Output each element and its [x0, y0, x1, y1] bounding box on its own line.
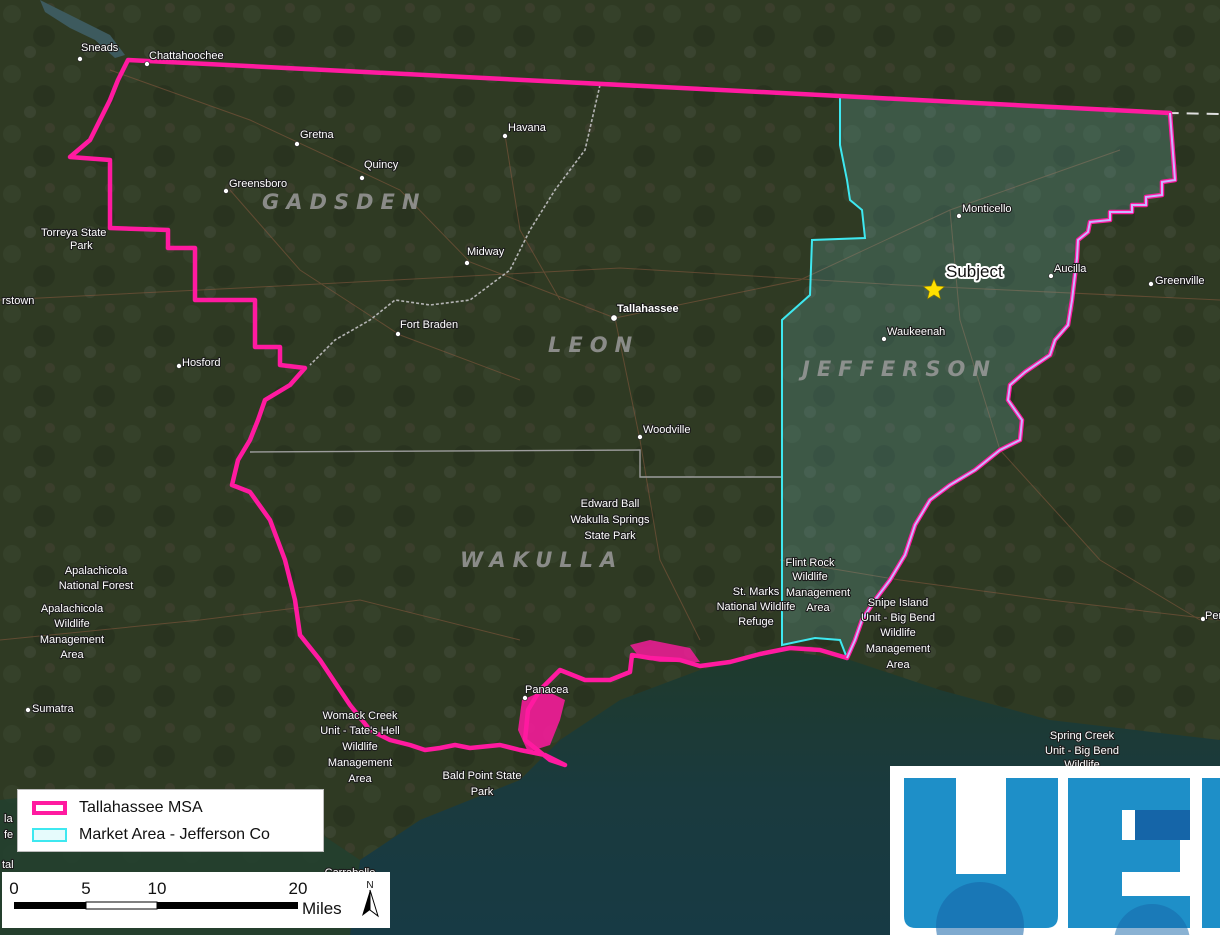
map-legend: Tallahassee MSA Market Area - Jefferson …	[17, 789, 324, 852]
state-line	[127, 59, 1220, 115]
label-hosford: Hosford	[182, 357, 221, 369]
scale-bar: 0 5 10 20 Miles N	[2, 872, 390, 928]
label-apalachicola-wma-1: Apalachicola	[41, 603, 104, 615]
label-quincy: Quincy	[364, 159, 399, 171]
label-womack-2: Unit - Tate's Hell	[320, 725, 400, 737]
place-dots	[25, 56, 1206, 713]
label-edge-fe: fe	[4, 829, 13, 841]
label-edward-ball-3: State Park	[584, 530, 636, 542]
subject-marker[interactable]: Subject	[922, 260, 1005, 300]
label-torreya-2: Park	[70, 240, 93, 252]
label-sneads: Sneads	[81, 42, 119, 54]
st-marks-coast	[630, 640, 700, 662]
label-snipe-4: Management	[866, 643, 930, 655]
label-st-marks-1: St. Marks	[733, 586, 780, 598]
label-snipe-5: Area	[886, 659, 910, 671]
label-snipe-3: Wildlife	[880, 627, 915, 639]
legend-label-msa: Tallahassee MSA	[79, 799, 203, 816]
scale-unit: Miles	[302, 899, 342, 918]
label-snipe-2: Unit - Big Bend	[861, 612, 935, 624]
legend-item-msa: Tallahassee MSA	[32, 797, 203, 819]
county-label-wakulla: WAKULLA	[460, 548, 623, 572]
label-apalachicola-nf-1: Apalachicola	[65, 565, 128, 577]
label-woodville: Woodville	[643, 424, 691, 436]
star-icon	[922, 278, 946, 300]
legend-swatch-msa	[32, 801, 67, 815]
label-flint-rock-2: Wildlife	[792, 571, 827, 583]
label-st-marks-2: National Wildlife	[717, 601, 796, 613]
label-gretna: Gretna	[300, 129, 335, 141]
company-logo	[890, 766, 1220, 935]
label-flint-rock-1: Flint Rock	[786, 557, 835, 569]
label-waukeenah: Waukeenah	[887, 326, 945, 338]
label-womack-4: Management	[328, 757, 392, 769]
scale-seg-1	[14, 902, 86, 909]
county-label-gadsden: GADSDEN	[262, 190, 426, 214]
legend-item-market-area: Market Area - Jefferson Co	[32, 824, 270, 846]
label-flint-rock-3: Management	[786, 587, 850, 599]
panacea-coast	[518, 690, 565, 752]
label-edward-ball-1: Edward Ball	[581, 498, 640, 510]
label-edward-ball-2: Wakulla Springs	[570, 514, 650, 526]
label-greensboro: Greensboro	[229, 178, 287, 190]
label-torreya-1: Torreya State	[41, 227, 106, 239]
north-arrow-icon	[362, 889, 379, 918]
label-panacea: Panacea	[525, 684, 569, 696]
label-flint-rock-4: Area	[806, 602, 830, 614]
label-spring-creek-1: Spring Creek	[1050, 730, 1115, 742]
label-tallahassee: Tallahassee	[617, 303, 679, 315]
label-apalachicola-wma-4: Area	[60, 649, 84, 661]
north-label: N	[366, 880, 373, 891]
label-monticello: Monticello	[962, 203, 1012, 215]
label-apalachicola-wma-3: Management	[40, 634, 104, 646]
label-apalachicola-wma-2: Wildlife	[54, 618, 89, 630]
logo-u-shape	[904, 778, 1058, 928]
place-labels: Sneads Chattahoochee Gretna Havana Quinc…	[1, 41, 1220, 880]
label-midway: Midway	[467, 246, 505, 258]
label-womack-1: Womack Creek	[323, 710, 398, 722]
label-havana: Havana	[508, 122, 547, 134]
label-bristol: rstown	[2, 295, 34, 307]
label-st-marks-3: Refuge	[738, 616, 773, 628]
label-perry: Per	[1205, 610, 1220, 622]
label-edge-tal: tal	[2, 859, 14, 871]
msa-east-inner	[846, 112, 1177, 659]
county-label-leon: LEON	[548, 333, 639, 357]
legend-label-market-area: Market Area - Jefferson Co	[79, 826, 270, 843]
label-fort-braden: Fort Braden	[400, 319, 458, 331]
label-apalachicola-nf-2: National Forest	[59, 580, 134, 592]
logo-e-shape	[1068, 778, 1190, 928]
ochlockonee-river	[309, 84, 601, 366]
label-spring-creek-2: Unit - Big Bend	[1045, 745, 1119, 757]
scale-seg-3	[157, 902, 298, 909]
label-bald-point-1: Bald Point State	[443, 770, 522, 782]
label-edge-la: la	[4, 813, 13, 825]
label-aucilla: Aucilla	[1054, 263, 1087, 275]
legend-swatch-market-area	[32, 828, 67, 842]
lake-seminole	[40, 0, 125, 58]
label-greenville: Greenville	[1155, 275, 1205, 287]
label-bald-point-2: Park	[471, 786, 494, 798]
label-sumatra: Sumatra	[32, 703, 74, 715]
scale-tick-10: 10	[148, 879, 167, 898]
label-womack-5: Area	[348, 773, 372, 785]
label-snipe-1: Snipe Island	[868, 597, 929, 609]
scale-tick-5: 5	[81, 879, 90, 898]
subject-label: Subject	[946, 262, 1003, 281]
scale-tick-20: 20	[289, 879, 308, 898]
scale-tick-0: 0	[9, 879, 18, 898]
county-label-jefferson: JEFFERSON	[798, 357, 997, 381]
scale-seg-2	[85, 901, 158, 910]
label-womack-3: Wildlife	[342, 741, 377, 753]
label-chattahoochee: Chattahoochee	[149, 50, 224, 62]
